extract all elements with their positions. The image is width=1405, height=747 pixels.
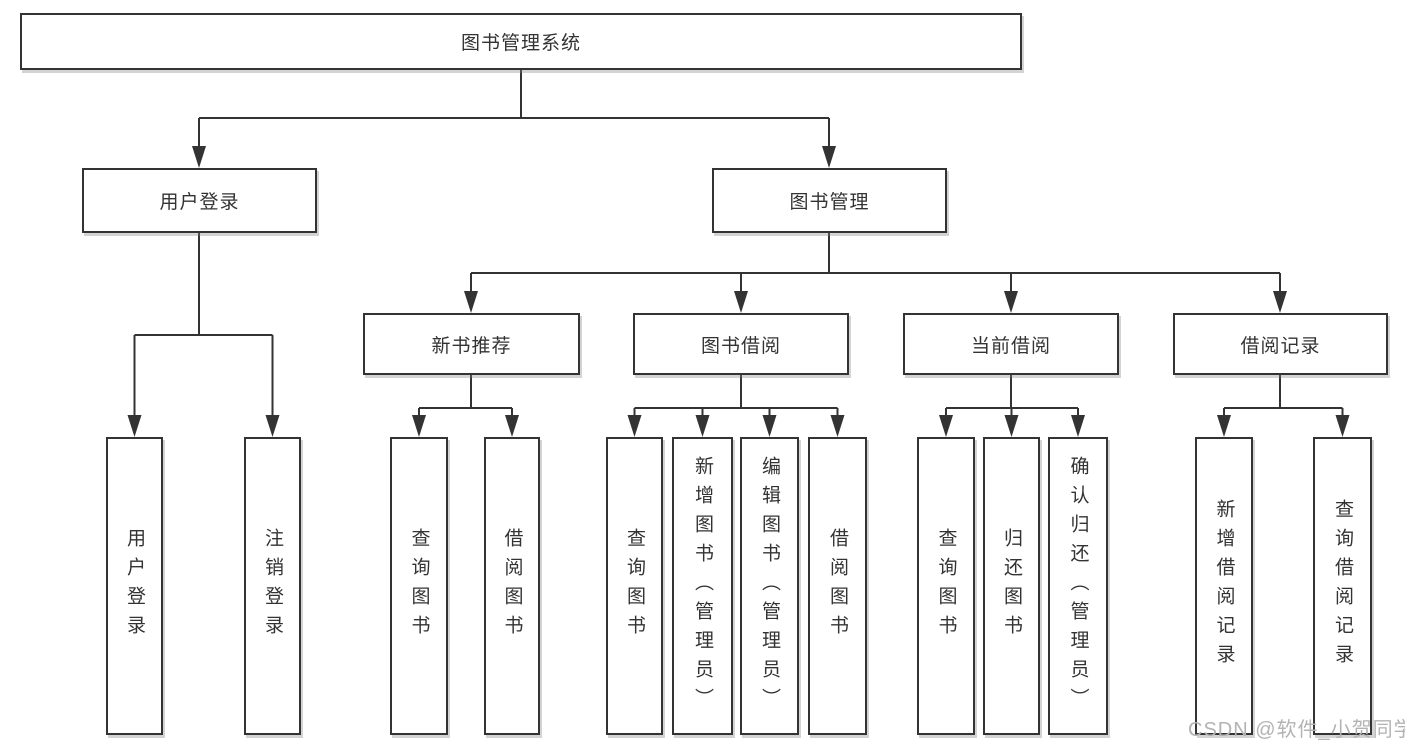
node-label: 归还图书: [1001, 528, 1022, 644]
arrowhead-icon: [830, 415, 845, 437]
node-book-management-branch: 图书管理: [712, 168, 947, 233]
arrowhead-icon: [762, 415, 777, 437]
node-label: 借阅图书: [827, 528, 848, 644]
node-current-borrowing: 当前借阅: [903, 313, 1119, 375]
node-label: 查询借阅记录: [1332, 499, 1353, 673]
node-label: 新增借阅记录: [1213, 499, 1235, 673]
connector-book-borrowing: [627, 375, 845, 437]
arrowhead-icon: [464, 291, 478, 313]
node-borrowing-records: 借阅记录: [1173, 313, 1388, 375]
leaf-add-book-admin: 新增图书（管理员）: [672, 437, 733, 735]
connector-user-login-to-leaves: [127, 233, 280, 437]
node-label: 新书推荐: [431, 335, 512, 357]
connector-new-book-recommendation: [412, 375, 519, 437]
node-label: 确认归还（管理员）: [1067, 455, 1089, 717]
node-label: 借阅记录: [1240, 335, 1321, 357]
node-new-book-recommendation: 新书推荐: [363, 313, 580, 375]
leaf-return-book: 归还图书: [983, 437, 1040, 735]
node-book-borrowing: 图书借阅: [633, 313, 849, 375]
connector-root-to-branches: [192, 70, 836, 168]
leaf-confirm-return-admin: 确认归还（管理员）: [1048, 437, 1108, 735]
arrowhead-icon: [1071, 415, 1085, 437]
connector-current-borrowing: [939, 375, 1085, 437]
arrowhead-icon: [127, 415, 142, 437]
node-label: 新增图书（管理员）: [692, 455, 713, 717]
leaf-borrow-books-recommend: 借阅图书: [484, 437, 540, 735]
arrowhead-icon: [1273, 291, 1287, 313]
arrowhead-icon: [1004, 415, 1019, 437]
arrowhead-icon: [1217, 415, 1231, 437]
leaf-add-borrow-record: 新增借阅记录: [1195, 437, 1253, 735]
node-label: 查询图书: [935, 528, 957, 644]
leaf-query-books-recommend: 查询图书: [390, 437, 448, 735]
csdn-watermark: CSDN @软件_小贺同学: [1188, 719, 1405, 741]
node-label: 注销登录: [262, 528, 283, 644]
node-label: 当前借阅: [970, 335, 1051, 357]
node-user-login-branch: 用户登录: [82, 168, 317, 233]
arrowhead-icon: [695, 415, 710, 437]
arrowhead-icon: [505, 415, 519, 437]
arrowhead-icon: [1335, 415, 1350, 437]
leaf-borrow-books-borrowing: 借阅图书: [808, 437, 867, 735]
leaf-query-books-current: 查询图书: [917, 437, 975, 735]
arrowhead-icon: [412, 415, 426, 437]
arrowhead-icon: [265, 415, 280, 437]
leaf-edit-book-admin: 编辑图书（管理员）: [740, 437, 799, 735]
arrowhead-icon: [822, 146, 836, 168]
leaf-query-books-borrowing: 查询图书: [606, 437, 663, 735]
connector-book-management-to-modules: [464, 233, 1287, 313]
leaf-query-borrow-record: 查询借阅记录: [1313, 437, 1372, 735]
node-label: 图书借阅: [700, 335, 781, 357]
node-label: 借阅图书: [501, 528, 523, 644]
arrowhead-icon: [939, 415, 953, 437]
arrowhead-icon: [734, 291, 748, 313]
leaf-logout: 注销登录: [244, 437, 301, 735]
arrowhead-icon: [1004, 291, 1018, 313]
node-label: 编辑图书（管理员）: [759, 455, 780, 717]
node-label: 用户登录: [159, 192, 240, 213]
node-library-management-system: 图书管理系统: [20, 13, 1022, 70]
node-label: 查询图书: [624, 528, 645, 644]
arrowhead-icon: [192, 146, 206, 168]
node-label: 图书管理系统: [460, 33, 581, 54]
connector-borrowing-records: [1217, 375, 1350, 437]
node-label: 图书管理: [789, 192, 870, 213]
node-label: 查询图书: [408, 528, 430, 644]
leaf-user-login: 用户登录: [106, 437, 163, 735]
node-label: 用户登录: [124, 528, 145, 644]
arrowhead-icon: [627, 415, 642, 437]
